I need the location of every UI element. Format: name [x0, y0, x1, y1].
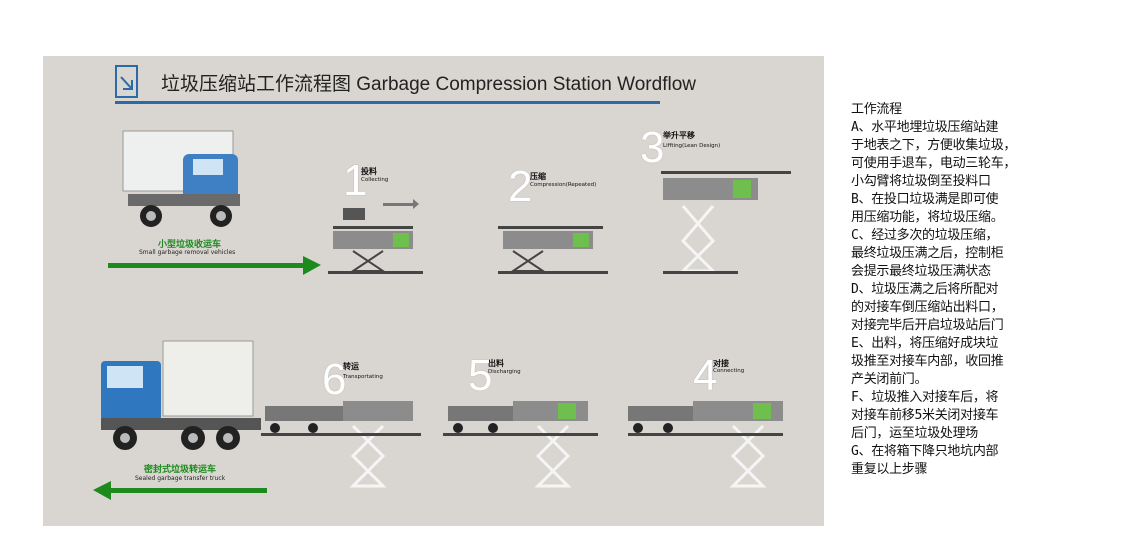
step-6-cn-label: 转运 — [343, 361, 359, 372]
step-1-en-label: Collecting — [361, 177, 388, 183]
step-4-en-label: Connecting — [713, 368, 744, 374]
workflow-line: 最终垃圾压满之后，控制柜 — [851, 245, 1066, 263]
workflow-line: 可使用手退车，电动三轮车， — [851, 155, 1066, 173]
workflow-line: C、经过多次的垃圾压缩， — [851, 227, 1066, 245]
workflow-line: 圾推至对接车内部，收回推 — [851, 353, 1066, 371]
workflow-line: B、在投口垃圾满是即可使 — [851, 191, 1066, 209]
station-2-illustration — [498, 226, 608, 274]
sealed-truck-en-label: Sealed garbage transfer truck — [135, 475, 225, 482]
step-3-cn-label: 举升平移 — [663, 130, 695, 141]
step-5-en-label: Discharging — [488, 369, 521, 375]
station-4-illustration — [628, 401, 783, 486]
workflow-line: 对接完毕后开启垃圾站后门 — [851, 317, 1066, 335]
sealed-truck-cn-label: 密封式垃圾转运车 — [144, 462, 216, 475]
workflow-line: 小勾臂将垃圾倒至投料口 — [851, 173, 1066, 191]
station-3-illustration — [661, 171, 791, 274]
station-5-illustration — [443, 401, 598, 486]
step-2-cn-label: 压缩 — [530, 171, 546, 182]
workflow-line: A、水平地埋垃圾压缩站建 — [851, 119, 1066, 137]
workflow-line: 的对接车倒压缩站出料口， — [851, 299, 1066, 317]
small-truck-illustration — [123, 131, 240, 227]
step-6-en-label: Transportating — [343, 374, 383, 380]
step-3-number: 3 — [640, 126, 664, 170]
left-arrow-green — [93, 481, 267, 500]
process-illustration — [43, 56, 824, 526]
small-truck-en-label: Small garbage removal vehicles — [139, 249, 235, 256]
station-6-illustration — [261, 401, 421, 486]
workflow-line: 会提示最终垃圾压满状态 — [851, 263, 1066, 281]
workflow-line: E、出料，将压缩好成块垃 — [851, 335, 1066, 353]
workflow-line: F、垃圾推入对接车后，将 — [851, 389, 1066, 407]
sealed-truck-illustration — [101, 341, 261, 450]
workflow-diagram-panel: 垃圾压缩站工作流程图 Garbage Compression Station W… — [43, 56, 824, 526]
workflow-line: 后门，运至垃圾处理场 — [851, 425, 1066, 443]
workflow-description: 工作流程 A、水平地埋垃圾压缩站建 于地表之下，方便收集垃圾， 可使用手退车，电… — [851, 101, 1066, 479]
workflow-line: D、垃圾压满之后将所配对 — [851, 281, 1066, 299]
workflow-line: 产关闭前门。 — [851, 371, 1066, 389]
workflow-line: G、在将箱下降只地坑内部 — [851, 443, 1066, 461]
step-2-en-label: Compression(Repeated) — [530, 182, 596, 188]
workflow-line: 对接车前移5米关闭对接车 — [851, 407, 1066, 425]
workflow-line: 用压缩功能，将垃圾压缩。 — [851, 209, 1066, 227]
workflow-line: 重复以上步骤 — [851, 461, 1066, 479]
station-1-illustration — [328, 199, 423, 274]
step-3-en-label: Liffting(Lean Design) — [663, 143, 720, 149]
right-arrow-green — [108, 256, 321, 275]
step-5-cn-label: 出料 — [488, 358, 504, 369]
step-2-number: 2 — [508, 165, 532, 209]
workflow-line: 于地表之下，方便收集垃圾， — [851, 137, 1066, 155]
workflow-heading: 工作流程 — [851, 101, 1066, 119]
step-1-cn-label: 投料 — [361, 166, 377, 177]
